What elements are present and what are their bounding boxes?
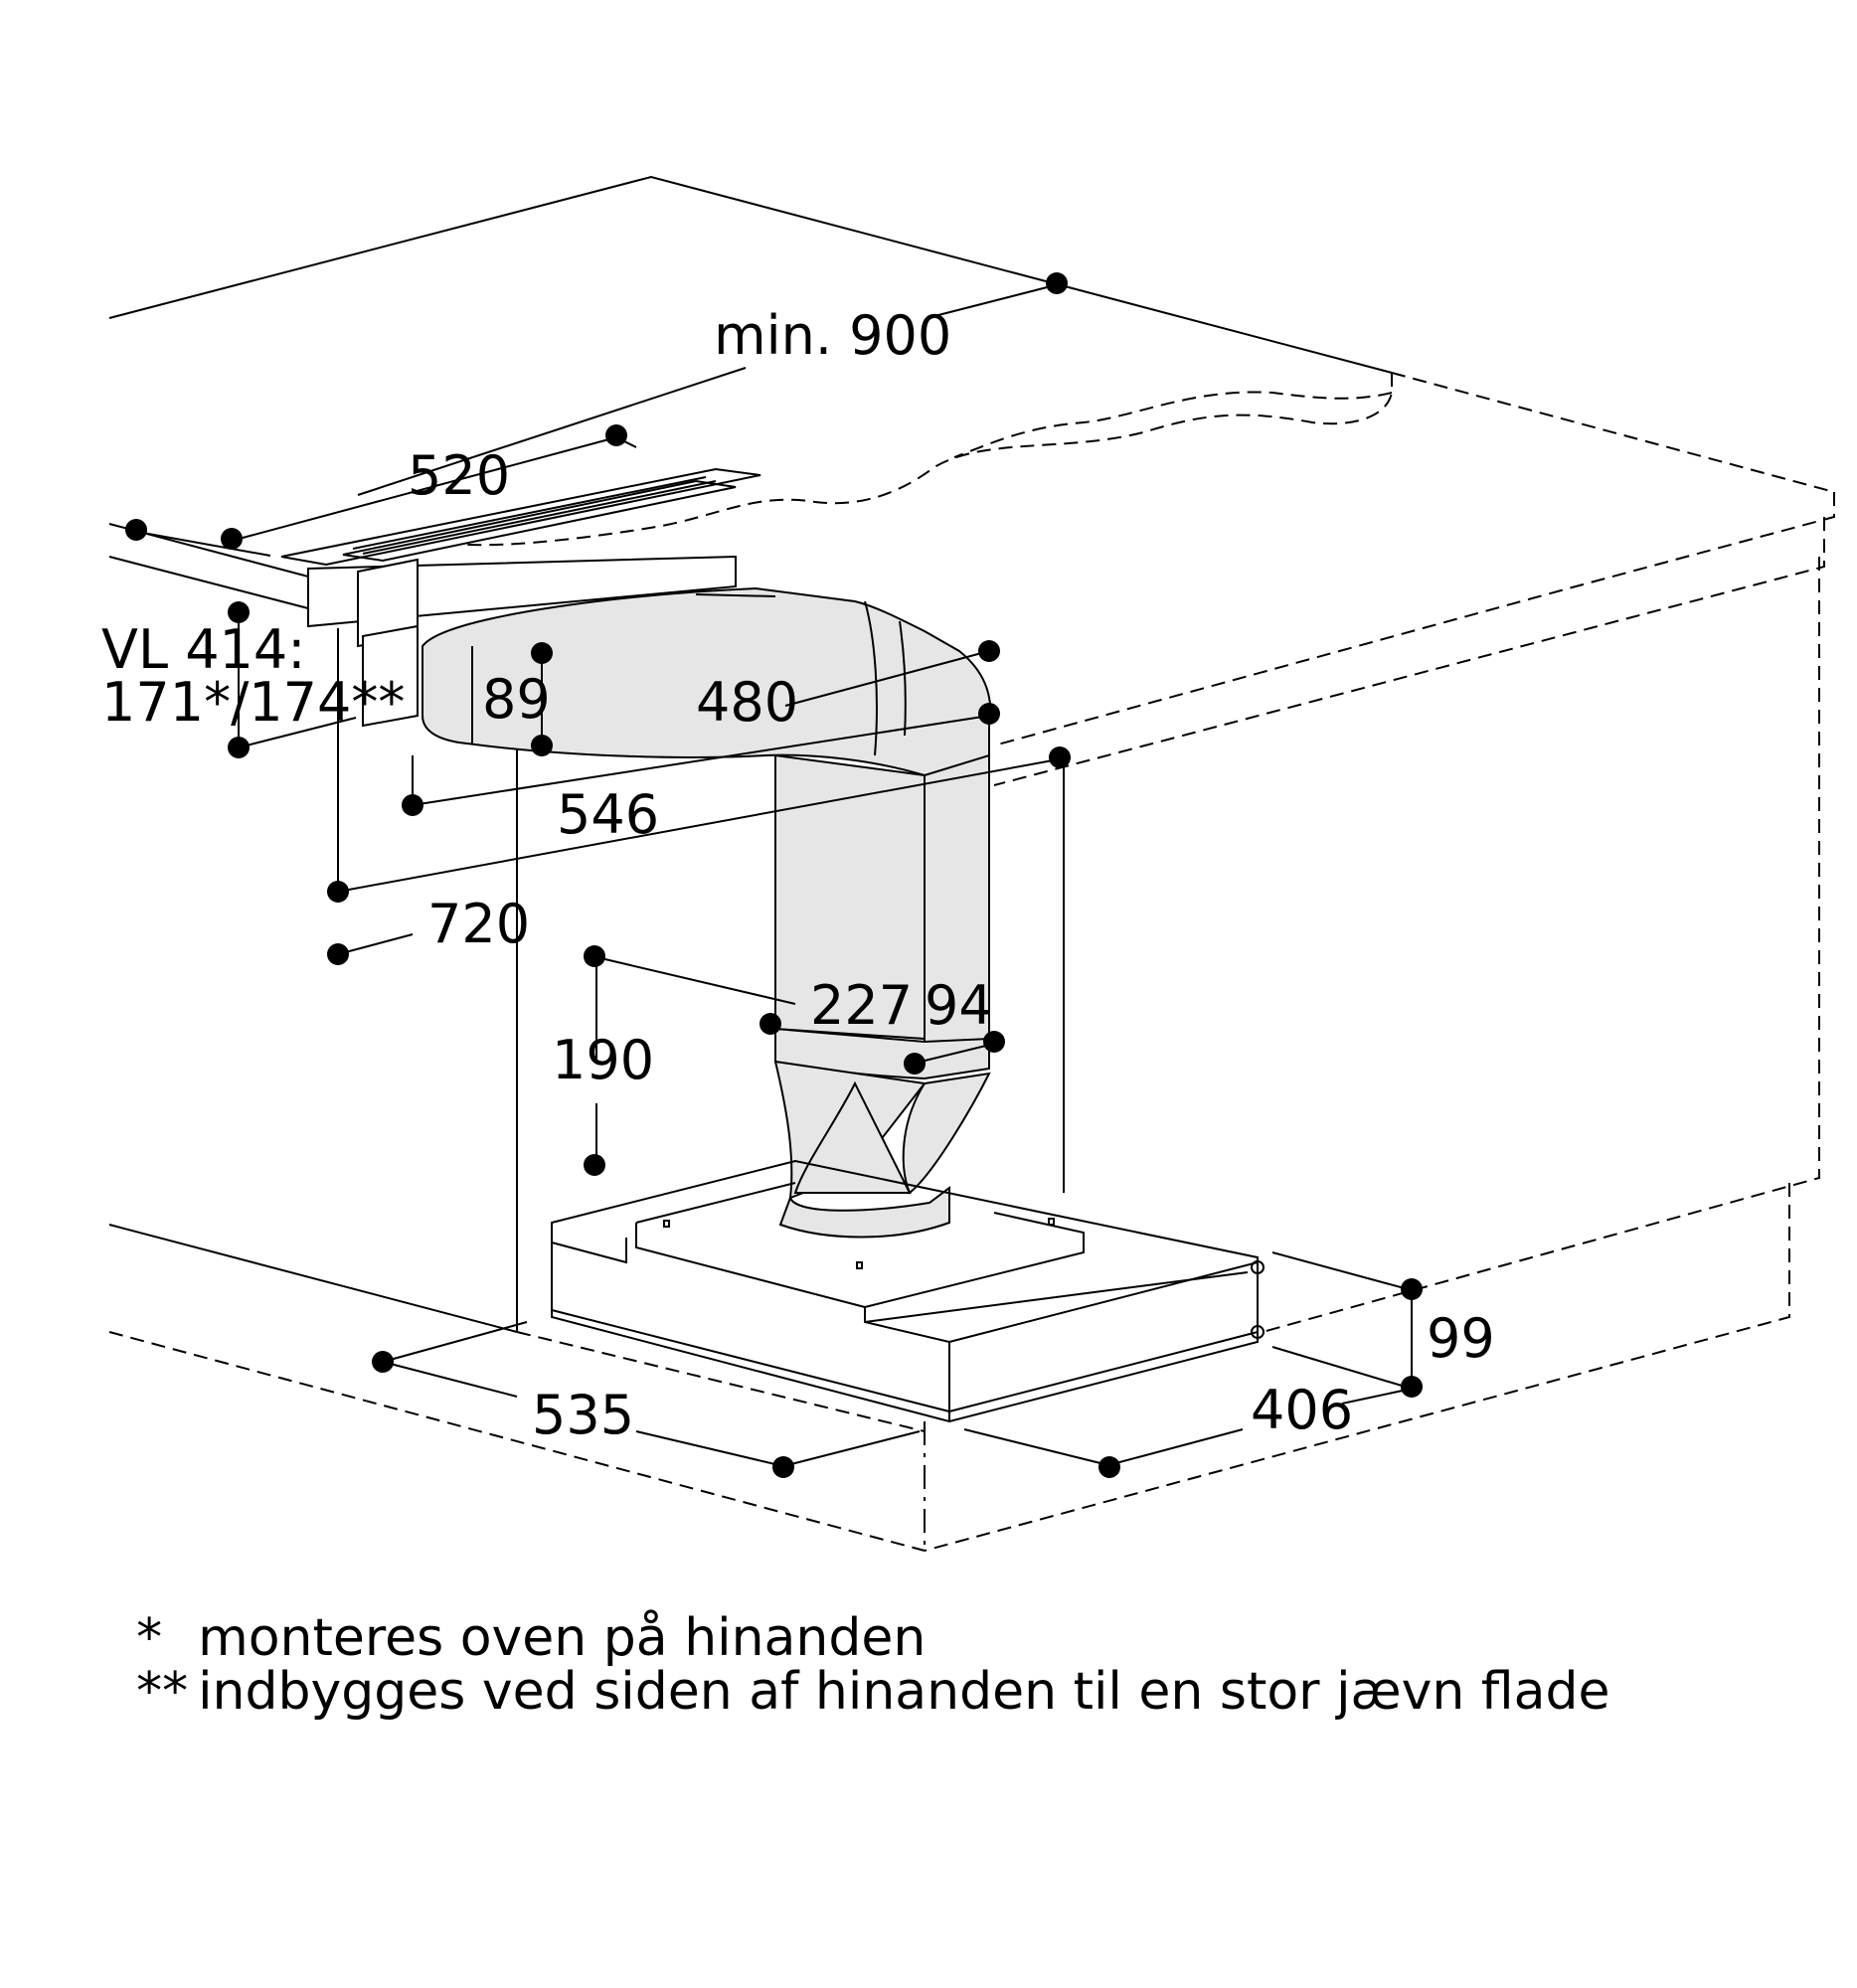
dot	[125, 519, 147, 541]
vl414-title: VL 414:	[101, 618, 305, 681]
fan-motor-box	[551, 1159, 1265, 1423]
dot	[1046, 272, 1068, 294]
dim-720: 720	[427, 893, 530, 955]
dot	[228, 601, 250, 623]
dot	[531, 642, 553, 664]
dot	[983, 1031, 1005, 1053]
dim-535: 535	[532, 1384, 634, 1446]
dim-520: 520	[408, 444, 510, 507]
dot	[402, 794, 423, 816]
dot	[1098, 1456, 1120, 1478]
footnote-2: **indbygges ved siden af hinanden til en…	[103, 1614, 1609, 1718]
dim-99: 99	[1427, 1307, 1495, 1370]
dot	[228, 737, 250, 758]
countertop-outline	[108, 175, 1835, 1552]
dim-546: 546	[557, 783, 659, 846]
footnote-2-text: indbygges ved siden af hinanden til en s…	[198, 1662, 1610, 1722]
dot	[1049, 746, 1071, 768]
dot	[372, 1351, 394, 1373]
dot	[584, 1154, 605, 1176]
dim-480: 480	[696, 671, 798, 734]
dim-min-900: min. 900	[714, 304, 951, 367]
footnote-1-text: monteres oven på hinanden	[198, 1608, 927, 1668]
dim-190: 190	[552, 1029, 654, 1091]
vl414-values: 171*/174**	[101, 671, 405, 734]
dimension-dots	[125, 272, 1423, 1478]
dimension-lines	[136, 283, 1413, 1467]
dot	[221, 528, 243, 550]
dot	[605, 424, 627, 446]
dot	[327, 881, 349, 903]
dot	[1401, 1376, 1423, 1398]
dot	[760, 1013, 781, 1035]
dimension-labels: min. 900 520 VL 414: 171*/174** 89 480 5…	[101, 304, 1495, 1446]
dot	[772, 1456, 794, 1478]
dot	[1401, 1278, 1423, 1300]
dim-227: 227	[810, 974, 913, 1037]
dot	[327, 943, 349, 965]
downdraft-unit	[280, 467, 761, 728]
dot	[584, 945, 605, 967]
dot	[904, 1053, 926, 1075]
dot	[531, 735, 553, 756]
dot	[978, 640, 1000, 662]
dim-406: 406	[1251, 1379, 1353, 1441]
dim-94: 94	[925, 974, 993, 1037]
footnote-1: *monteres oven på hinanden	[103, 1561, 926, 1664]
dim-89: 89	[482, 668, 551, 731]
footnote-2-mark: **	[136, 1662, 189, 1722]
dot	[978, 703, 1000, 725]
footnote-1-mark: *	[136, 1608, 163, 1668]
